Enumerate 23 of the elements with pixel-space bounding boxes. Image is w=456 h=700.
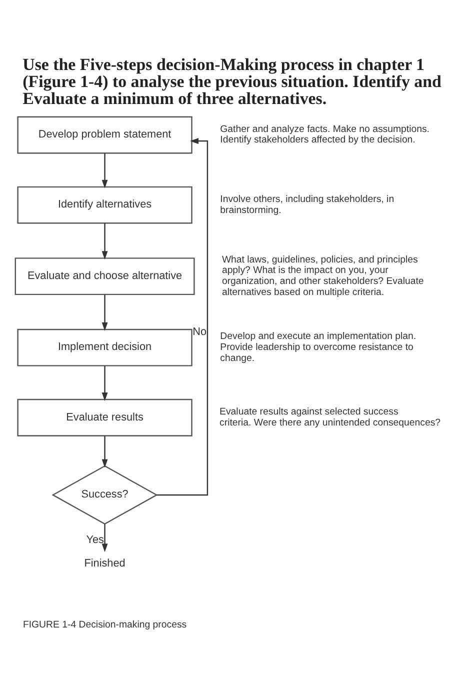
node-box: Evaluate results — [17, 398, 192, 436]
node-text: Finished — [84, 557, 126, 570]
arrow — [102, 524, 108, 552]
arrow — [102, 153, 108, 188]
diagram-title: Use the Five-steps decision-Making process in chapter 1 (Figure 1-4) to analyse the previous situation. Identify and Evaluate a minimum of three alternatives. — [22, 54, 442, 108]
arrow — [102, 436, 108, 468]
arrow — [102, 294, 108, 331]
node-label: Evaluate results against selected success criteria. Were there any unintended consequences? — [220, 406, 441, 428]
node-label: What laws, guidelines, policies, and principles apply? What is the impact on you, your organization, and other stakeholders? Evaluate alternatives based on multiple criteria. — [222, 254, 424, 298]
node-label: Develop and execute an implementation plan. Provide leadership to overcome resistance to change. — [220, 331, 416, 364]
arrow — [102, 366, 108, 401]
node-box: Develop problem statement — [17, 116, 192, 154]
arrow — [102, 223, 108, 260]
node-label: Gather and analyze facts. Make no assumptions. Identify stakeholders affected by the decision. — [220, 124, 430, 146]
node-box: Implement decision — [17, 328, 192, 366]
edge-label: No — [192, 326, 207, 338]
node-box: Evaluate and choose alternative — [14, 258, 195, 296]
arrow — [156, 138, 208, 496]
edge-label: Yes — [86, 534, 104, 546]
node-label: Involve others, including stakeholders, in brainstorming. — [220, 194, 394, 216]
caption: FIGURE 1-4 Decision-making process — [22, 620, 187, 631]
node-box: Identify alternatives — [17, 186, 192, 224]
node-diamond: Success? — [52, 465, 158, 525]
